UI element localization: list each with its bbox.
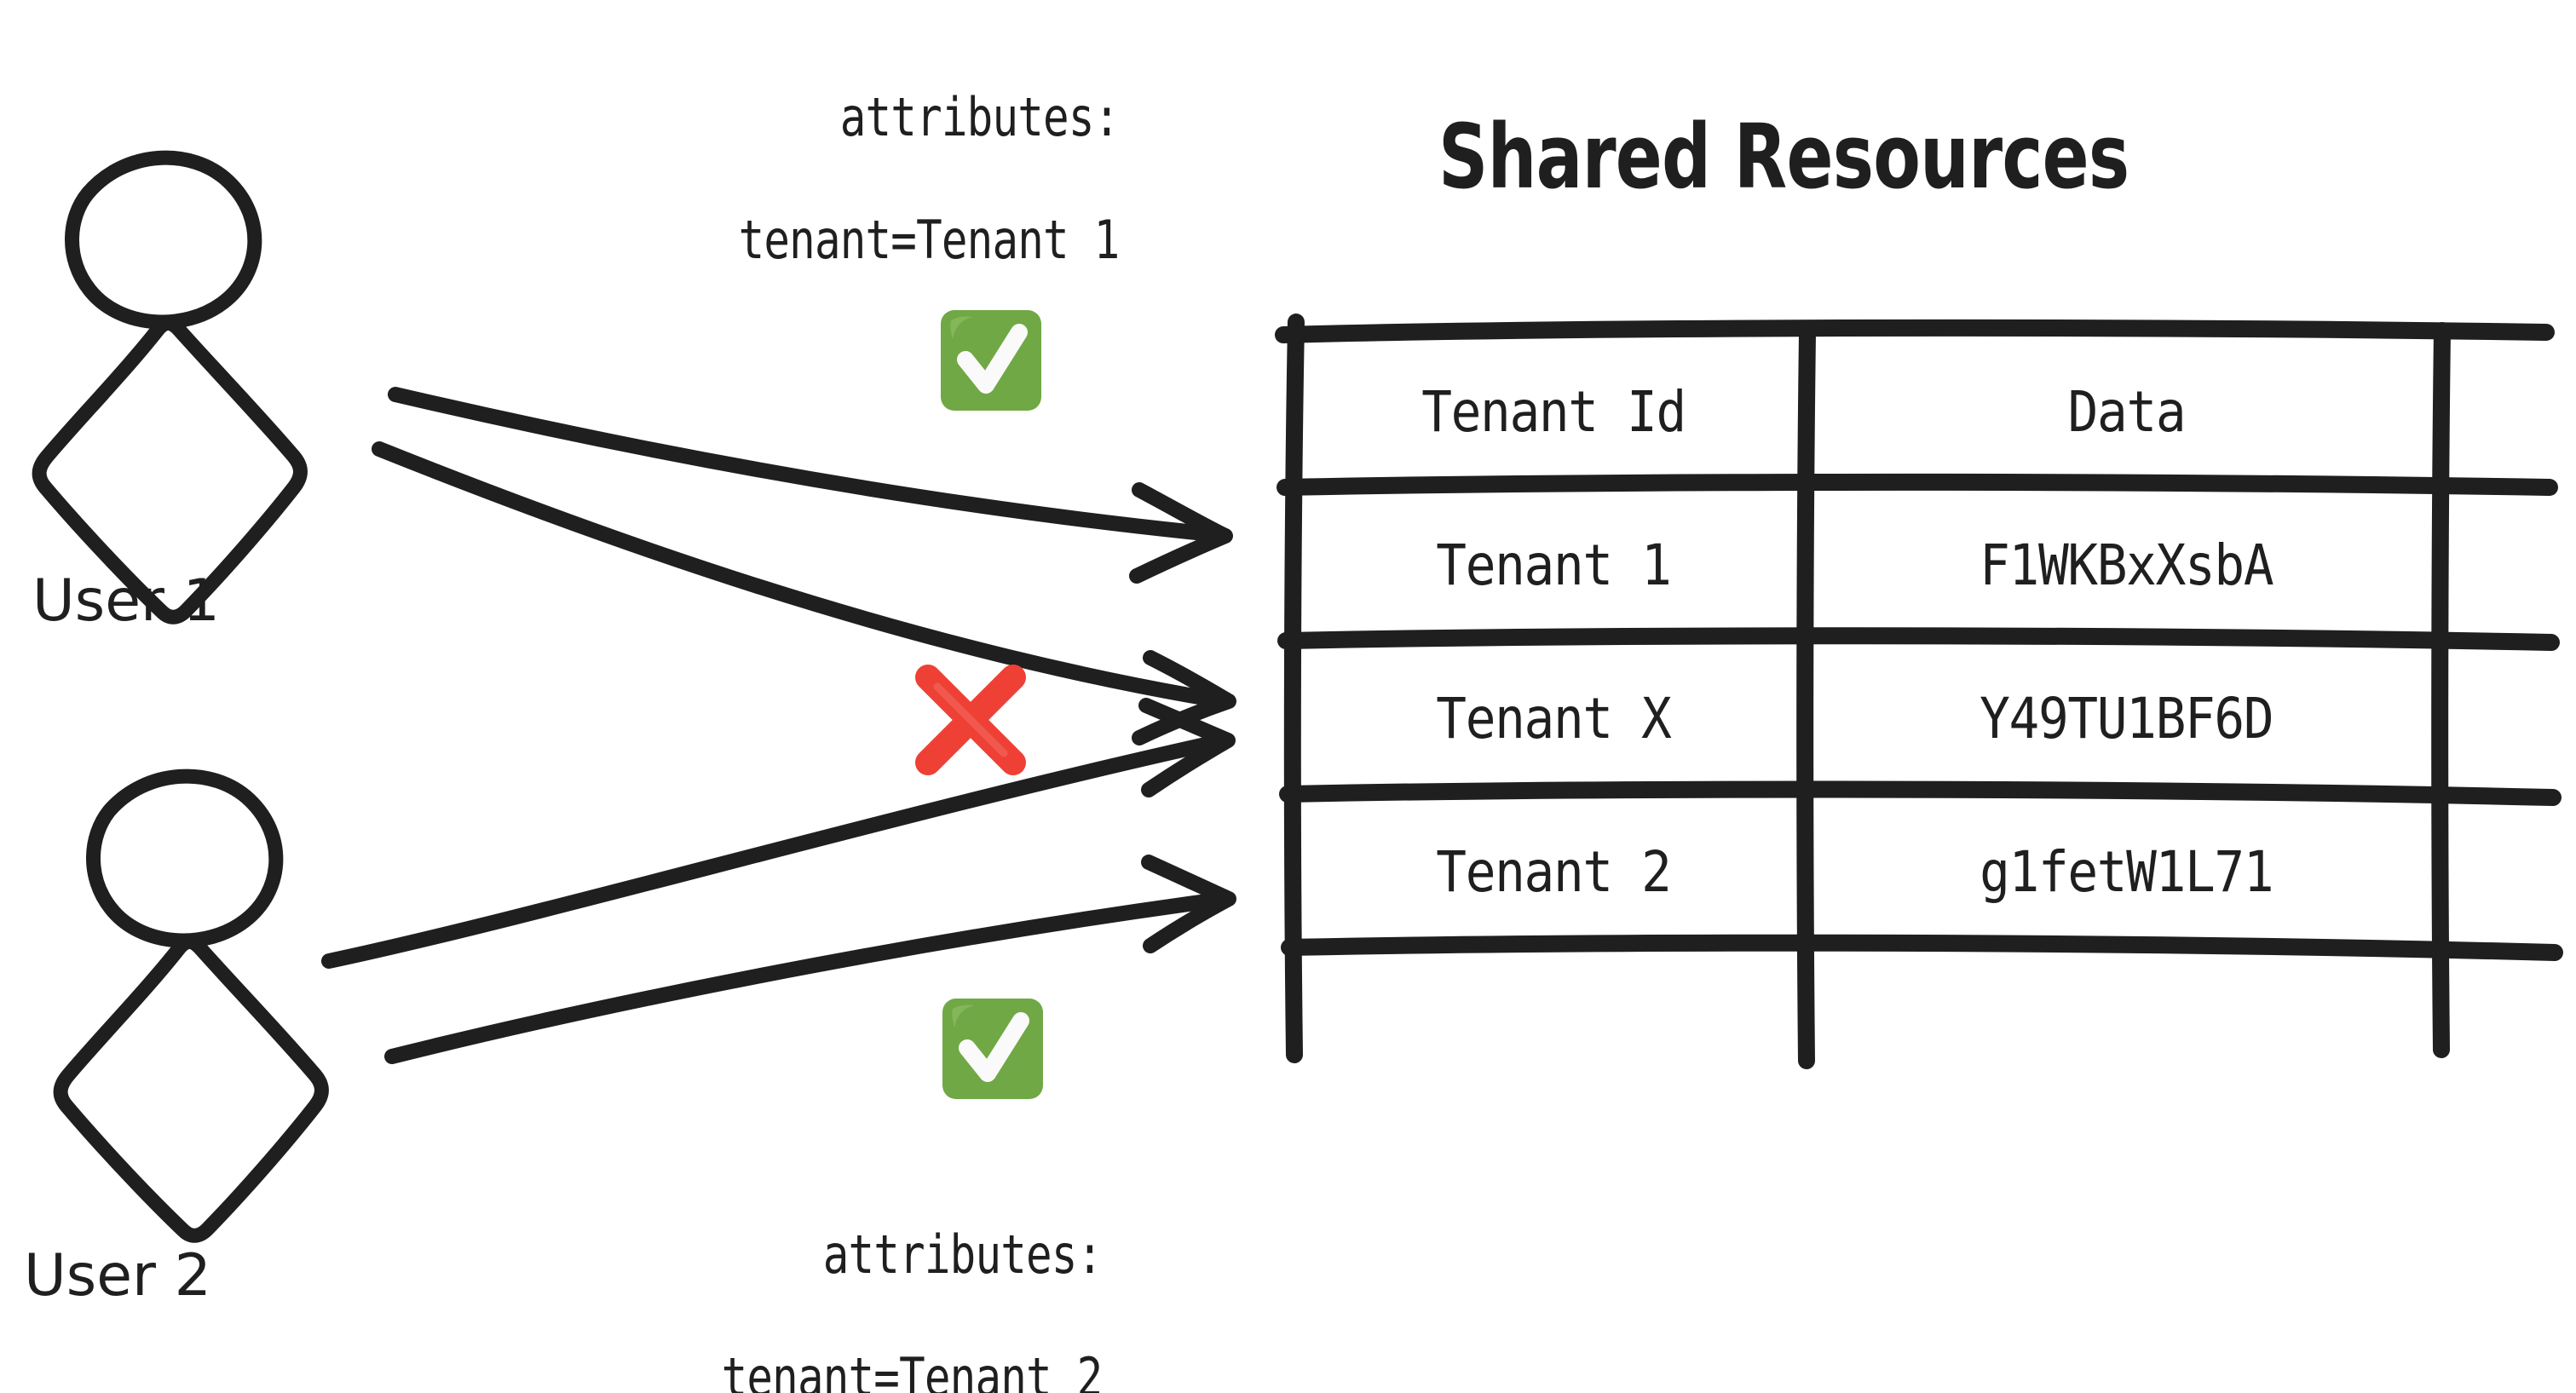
attributes-annotation-bottom: attributes: tenant=Tenant 2 xyxy=(597,1171,1226,1393)
cell-data: g1fetW1L71 xyxy=(1979,838,2273,905)
attributes-top-line2: tenant=Tenant 1 xyxy=(738,209,1121,272)
arrow-user1-to-tenant1 xyxy=(388,387,1233,584)
table-row: Tenant X xyxy=(1304,646,1803,791)
table-header-label: Data xyxy=(2067,378,2186,445)
cell-tenant-id: Tenant 1 xyxy=(1436,532,1672,598)
table-header-cell-tenant-id: Tenant Id xyxy=(1304,339,1803,484)
table-row: g1fetW1L71 xyxy=(1813,799,2439,944)
table-row: Tenant 1 xyxy=(1304,492,1803,637)
user-actor-icon-2 xyxy=(53,768,329,1243)
cell-tenant-id: Tenant X xyxy=(1436,685,1672,751)
actor-label-user-1: User 1 xyxy=(32,567,220,635)
cell-data: Y49TU1BF6D xyxy=(1979,685,2273,751)
check-mark-icon-top xyxy=(941,310,1041,411)
cross-mark-icon-middle xyxy=(915,665,1026,775)
table-header-cell-data: Data xyxy=(1813,339,2439,484)
check-mark-icon-bottom xyxy=(942,999,1043,1099)
attributes-annotation-top: attributes: tenant=Tenant 1 xyxy=(614,34,1243,379)
page-title: Shared Resources xyxy=(1438,105,2129,209)
table-header-label: Tenant Id xyxy=(1421,378,1686,445)
table-row: F1WKBxXsbA xyxy=(1813,492,2439,637)
attributes-top-line1: attributes: xyxy=(839,86,1120,149)
attributes-bottom-line1: attributes: xyxy=(822,1223,1103,1287)
user-actor-icon-1 xyxy=(32,150,308,625)
arrow-user2-to-tenantx xyxy=(321,698,1236,969)
table-row: Y49TU1BF6D xyxy=(1813,646,2439,791)
arrow-user1-to-tenantx xyxy=(372,441,1236,745)
attributes-bottom-line2: tenant=Tenant 2 xyxy=(721,1346,1104,1393)
cell-data: F1WKBxXsbA xyxy=(1979,532,2273,598)
cell-tenant-id: Tenant 2 xyxy=(1436,838,1672,905)
shared-resources-table-grid xyxy=(1275,314,2563,1069)
arrow-user2-to-tenant2 xyxy=(384,855,1236,1064)
table-row: Tenant 2 xyxy=(1304,799,1803,944)
actor-label-user-2: User 2 xyxy=(24,1242,211,1310)
